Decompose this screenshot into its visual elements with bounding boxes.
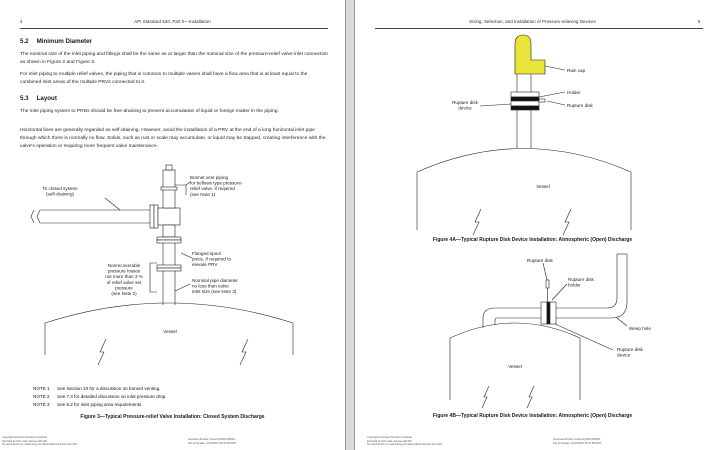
label-weep-hole: Weep hole: [629, 326, 651, 331]
rain-cap: [514, 34, 546, 75]
label-rupture-disk: Rupture disk: [527, 258, 553, 263]
section-heading-5-2: 5.2 Minimum Diameter: [20, 38, 92, 45]
paragraph: For inlet piping to multiple relief valv…: [20, 72, 308, 85]
left-page: 4 API Standard 520, Part II—Installation…: [0, 0, 345, 450]
discharge-pipe: [556, 253, 628, 319]
figure-3-diagram: To closed system(self-draining) Bonnet v…: [30, 164, 294, 366]
section-heading-5-3: 5.3 Layout: [20, 95, 57, 102]
leader-lines: [542, 262, 628, 351]
inlet-nozzle: [516, 110, 532, 148]
vessel-shape: [416, 148, 632, 236]
pressure-relief-valve: [157, 164, 187, 238]
label-holder: Holder: [567, 90, 581, 95]
paragraph: Horizontal lines are generally regarded …: [20, 128, 326, 149]
right-page: Sizing, Selection, and Installation of P…: [355, 0, 710, 450]
rupture-disk-holder: [540, 279, 557, 325]
vessel-shape: [44, 302, 294, 366]
header-rule: [20, 28, 328, 29]
figure-4a-diagram: Rain cap Holder Rupture disk Rupture dis…: [416, 34, 632, 236]
inlet-flanges: [156, 236, 182, 272]
outlet-flange: [149, 204, 159, 229]
label-closed-system: To closed system(self-draining): [42, 186, 77, 197]
section-title: Layout: [36, 95, 57, 102]
header-rule: [375, 28, 703, 29]
label-vessel: Vessel: [536, 184, 550, 189]
page-number: 5: [698, 19, 701, 24]
inlet-pipe: [162, 243, 176, 305]
horizontal-outlet-pipe: [30, 209, 150, 224]
figure-4b-caption: Figure 4B—Typical Rupture Disk Device In…: [432, 413, 633, 419]
label-rupture-disk: Rupture disk: [567, 103, 593, 108]
leader-lines: [479, 65, 566, 107]
running-header: API Standard 520, Part II—Installation: [134, 19, 211, 24]
paragraph: The nominal size of the inlet piping and…: [20, 52, 329, 65]
section-number: 5.2: [20, 38, 29, 45]
label-rain-cap: Rain cap: [567, 68, 586, 73]
page-number: 4: [20, 19, 23, 24]
vent-pipe: [516, 74, 532, 92]
page-gutter: [345, 0, 355, 450]
holder-assembly: [510, 91, 546, 111]
label-vessel: Vessel: [508, 364, 522, 369]
paragraph: The inlet piping system to PRDs should b…: [20, 109, 279, 114]
section-title: Minimum Diameter: [36, 38, 92, 45]
label-vessel: Vessel: [163, 329, 177, 334]
section-number: 5.3: [20, 95, 29, 102]
leader-lines: [104, 181, 193, 293]
inlet-elbow-pipe: [482, 307, 541, 328]
vessel-shape: [449, 322, 581, 409]
figure-4a-caption: Figure 4A—Typical Rupture Disk Device In…: [432, 237, 633, 243]
figure-3-caption: Figure 3—Typical Pressure-relief Valve I…: [80, 414, 265, 420]
running-header: Sizing, Selection, and Installation of P…: [469, 19, 596, 24]
